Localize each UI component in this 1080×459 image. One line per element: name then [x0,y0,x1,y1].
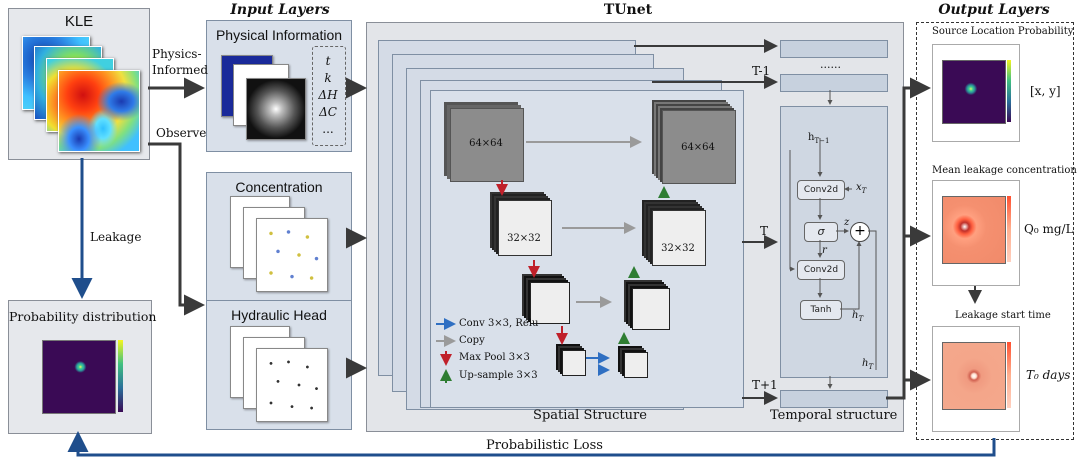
block-32-down [498,200,552,256]
timestep-label-t: T [760,224,769,238]
kle-field-4 [58,70,140,152]
physical-card-front [246,78,306,140]
block-32-down-label: 32×32 [507,233,541,244]
output-mean-title: Mean leakage concentration [932,165,1077,176]
physical-var-dh: ΔH [318,88,338,102]
block-32-up-label: 32×32 [661,243,695,254]
block-64-down-label: 64×64 [469,138,503,149]
probabilistic-loss-label: Probabilistic Loss [486,438,603,453]
output-start-value: T₀ days [1026,368,1071,382]
legend-maxpool: Max Pool 3×3 [459,352,530,363]
gru-r: r [822,245,827,256]
block-8-down [562,350,586,376]
output-source-title: Source Location Probability [932,26,1074,37]
physical-var-more: ... [322,122,334,136]
physical-info-title: Physical Information [215,27,343,43]
timestep-label-tm1: T-1 [752,64,771,78]
gru-htilde: h̃T [852,310,864,323]
gru-conv2d-top: Conv2d [797,180,845,200]
output-layers-header: Output Layers [938,2,1050,18]
physical-vars-box [312,46,346,146]
physical-var-t: t [325,54,331,68]
concentration-title: Concentration [235,179,323,195]
temporal-panel [780,106,888,378]
temporal-structure-label: Temporal structure [770,408,898,423]
observe-label: Observe [156,126,207,140]
physical-var-dc: ΔC [319,105,337,119]
leakage-label: Leakage [90,230,142,244]
block-64-up [662,110,736,184]
output-source-map [942,60,1006,124]
concentration-card-3 [256,218,328,292]
hydraulic-card-3 [256,348,328,422]
gru-hout: hT [862,358,874,371]
output-start-map [942,342,1006,410]
gru-x: xT [856,182,867,195]
output-mean-colorbar [1007,196,1011,262]
tunet-header: TUnet [603,2,653,18]
output-start-title: Leakage start time [955,310,1051,321]
block-64-down [450,108,524,182]
gru-tanh: Tanh [800,300,842,320]
block-8-up [624,352,648,378]
legend-upsample: Up-sample 3×3 [459,370,538,381]
block-64-up-label: 64×64 [681,142,715,153]
gru-hprev: hT−1 [808,132,830,145]
block-32-up [652,210,706,266]
output-source-value: [x, y] [1030,84,1061,98]
gru-sigma: σ [804,222,838,242]
gru-z: z [844,217,850,228]
block-16-down [530,282,570,324]
output-start-colorbar [1007,342,1011,408]
physical-var-k: k [324,71,332,85]
input-layers-header: Input Layers [230,2,330,18]
gru-conv2d-bottom: Conv2d [797,260,845,280]
hydraulic-title: Hydraulic Head [231,307,327,323]
kle-title: KLE [64,13,94,30]
physics-informed-label: Physics- Informed [152,47,209,77]
prob-dist-colorbar [118,340,123,412]
timestep-label-tp1: T+1 [752,378,778,392]
prob-dist-map [42,340,116,414]
spatial-structure-label: Spatial Structure [533,408,647,423]
timestep-dots: ...... [820,58,841,71]
block-16-up [632,288,670,330]
timestep-bar-top [780,40,888,58]
timestep-bar-tm1 [780,74,888,92]
output-mean-map [942,196,1006,264]
output-mean-value: Q₀ mg/L [1024,222,1074,236]
legend-conv: Conv 3×3, Relu [459,318,539,329]
legend-copy: Copy [459,335,485,346]
prob-dist-title: Probability distribution [9,309,157,324]
output-source-colorbar [1007,60,1011,122]
